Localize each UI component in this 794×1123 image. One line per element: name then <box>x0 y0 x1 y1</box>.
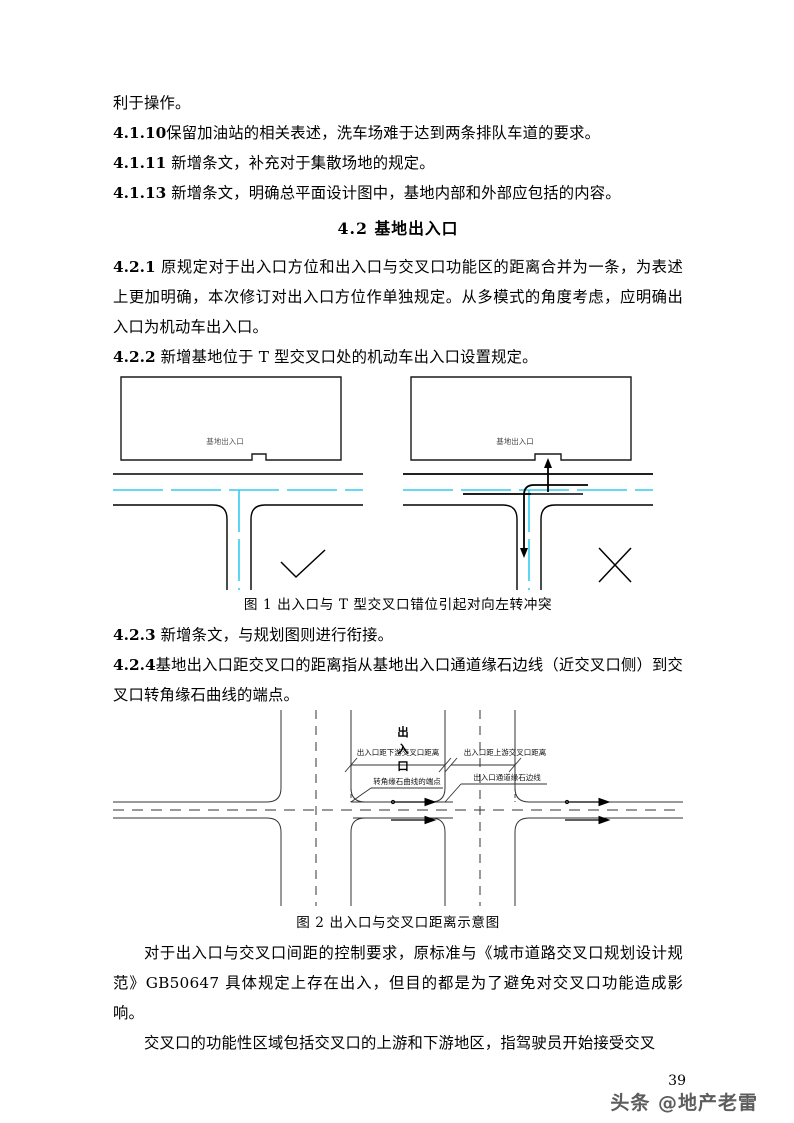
watermark: 头条 @地产老雷 <box>610 1092 758 1114</box>
page-content: 利于操作。 4.1.10保留加油站的相关表述，洗车场难于达到两条排队车道的要求。… <box>113 88 683 1058</box>
clause-number: 4.1.11 <box>113 154 167 172</box>
figure-2-label-upstream: 出入口距上游交叉口距离 <box>464 747 547 757</box>
clause-text: 基地出入口距交叉口的距离指从基地出入口通道缘石边线（近交叉口侧）到交叉口转角缘石… <box>113 656 683 704</box>
building-outline <box>120 376 342 461</box>
clause-number: 4.1.10 <box>113 124 167 142</box>
page-number: 39 <box>668 1073 686 1089</box>
road-bottom-edge-left <box>403 504 518 590</box>
clause-number: 4.2.2 <box>113 348 156 366</box>
figure-1-drawing: 基地出入口 基地出入口 <box>113 376 653 590</box>
arrow-head-up <box>544 458 552 468</box>
clause-number: 4.2.4 <box>113 656 156 674</box>
clause-number: 4.2.1 <box>113 258 156 276</box>
clause-number: 4.2.3 <box>113 626 156 644</box>
figure-2: 出入口距下游交叉口距离 出入口距上游交叉口距离 转角缘石曲线的端点 <box>113 710 683 910</box>
figure-2-vertical-label: 出入口 <box>397 725 409 773</box>
clause-text: 新增基地位于 T 型交叉口处的机动车出入口设置规定。 <box>160 348 538 366</box>
figure-2-caption: 图 2 出入口与交叉口距离示意图 <box>296 915 500 931</box>
leader-access-curb <box>444 783 547 803</box>
figure-1-right-scenario: 基地出入口 <box>403 376 653 590</box>
building-label-left: 基地出入口 <box>206 436 244 446</box>
clause-4-1-11: 4.1.11 新增条文，补充对于集散场地的规定。 <box>113 148 683 178</box>
clause-number: 4.1.13 <box>113 184 167 202</box>
clause-4-1-13: 4.1.13 新增条文，明确总平面设计图中，基地内部和外部应包括的内容。 <box>113 178 683 208</box>
section-heading: 4.2 基地出入口 <box>337 219 459 238</box>
left-turn-conflict-arrows <box>463 458 588 558</box>
clause-4-2-2: 4.2.2 新增基地位于 T 型交叉口处的机动车出入口设置规定。 <box>113 342 683 372</box>
traffic-direction-arrows <box>390 797 611 825</box>
figure-2-label-corner-curb: 转角缘石曲线的端点 <box>373 776 441 786</box>
dimension-upstream <box>444 738 522 802</box>
figure-2-label-access-curb: 出入口通道缘石边线 <box>473 772 541 782</box>
paragraph-tail-2: 交叉口的功能性区域包括交叉口的上游和下游地区，指驾驶员开始接受交叉 <box>144 1034 656 1052</box>
building-outline <box>410 376 632 461</box>
figure-2-label-downstream: 出入口距下游交叉口距离 <box>357 747 440 757</box>
clause-text: 新增条文，与规划图则进行衔接。 <box>160 626 394 644</box>
clause-text: 新增条文，补充对于集散场地的规定。 <box>171 154 435 172</box>
clause-text: 原规定对于出入口方位和出入口与交叉口功能区的距离合并为一条，为表述上更加明确，本… <box>113 258 684 336</box>
cross-icon <box>598 547 632 583</box>
arrow-head-down <box>520 548 528 558</box>
leader-corner-curb <box>350 787 443 803</box>
building-label-right: 基地出入口 <box>496 436 534 446</box>
clause-text: 新增条文，明确总平面设计图中，基地内部和外部应包括的内容。 <box>171 184 621 202</box>
check-icon <box>280 549 326 579</box>
cross-street-centerlines <box>315 710 481 906</box>
paragraph-tail-1: 对于出入口与交叉口间距的控制要求，原标准与《城市道路交叉口规划设计规范》GB50… <box>113 944 683 1022</box>
road-bottom-edge-left <box>113 504 228 590</box>
figure-1: 基地出入口 基地出入口 <box>113 372 683 592</box>
clause-4-2-3: 4.2.3 新增条文，与规划图则进行衔接。 <box>113 620 683 650</box>
arrow-turn-curve <box>523 484 588 552</box>
road-bottom-edge-right <box>540 504 653 590</box>
dimension-downstream <box>344 738 452 802</box>
figure-1-left-scenario: 基地出入口 <box>113 376 363 590</box>
paragraph-top-line: 利于操作。 <box>113 94 191 112</box>
clause-4-2-4: 4.2.4基地出入口距交叉口的距离指从基地出入口通道缘石边线（近交叉口侧）到交叉… <box>113 650 683 710</box>
figure-2-drawing: 出入口距下游交叉口距离 出入口距上游交叉口距离 转角缘石曲线的端点 <box>113 710 683 906</box>
clause-text: 保留加油站的相关表述，洗车场难于达到两条排队车道的要求。 <box>166 124 601 142</box>
clause-4-2-1: 4.2.1 原规定对于出入口方位和出入口与交叉口功能区的距离合并为一条，为表述上… <box>113 252 683 342</box>
clause-4-1-10: 4.1.10保留加油站的相关表述，洗车场难于达到两条排队车道的要求。 <box>113 118 683 148</box>
road-bottom-edge-right <box>250 504 363 590</box>
figure-1-caption: 图 1 出入口与 T 型交叉口错位引起对向左转冲突 <box>243 597 553 613</box>
